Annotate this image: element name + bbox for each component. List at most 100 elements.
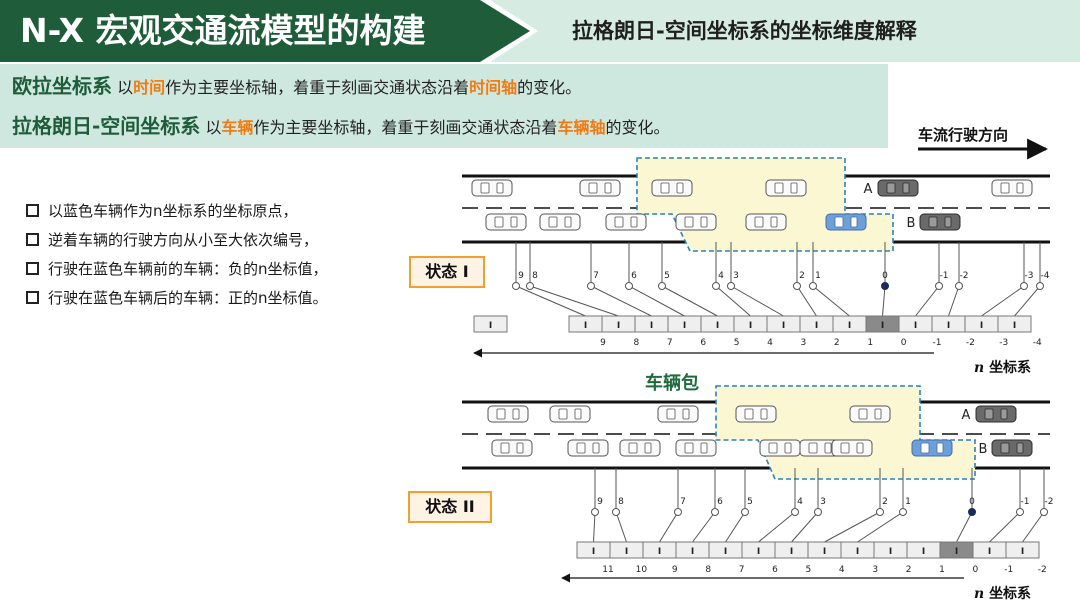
car-icon — [831, 439, 873, 457]
car-windshield — [660, 182, 670, 194]
axis-number-label: 5 — [734, 338, 740, 348]
car-body — [579, 179, 621, 197]
car-dot — [1020, 282, 1028, 290]
axis-number-label: -2 — [966, 338, 975, 348]
bullet-text: 行驶在蓝色车辆后的车辆：正的n坐标值。 — [48, 289, 328, 307]
cell-leader-line — [661, 285, 718, 317]
cell-leader-line — [1014, 285, 1041, 317]
car-windshield — [558, 408, 568, 420]
car-dot — [1040, 508, 1048, 516]
car-body — [567, 439, 609, 457]
car-rear-window — [936, 442, 944, 454]
cell-leader-line — [529, 285, 619, 317]
car-icon — [651, 179, 693, 197]
bullet-text: 逆着车辆的行驶方向从小至大依次编号， — [48, 231, 319, 249]
cell-mark: I — [914, 321, 917, 331]
car-number-label: 2 — [882, 497, 888, 507]
car-rear-window — [770, 216, 778, 228]
cell-mark: I — [658, 547, 661, 557]
axis-number-label: 8 — [705, 565, 711, 575]
euler-term: 欧拉坐标系 — [12, 74, 112, 98]
euler-mid: 作为主要坐标轴，着重于刻画交通状态沿着 — [165, 78, 470, 97]
axis-number-label: 1 — [867, 338, 873, 348]
axis-number-label: 7 — [667, 338, 673, 348]
n-axis-label-one: n 坐标系 — [974, 357, 1031, 377]
cell-mark: I — [815, 321, 818, 331]
car-dot — [1036, 282, 1044, 290]
cell-leader-line — [989, 511, 1021, 543]
car-rear-window — [760, 408, 768, 420]
car-number-label: 6 — [717, 497, 723, 507]
car-body — [657, 405, 699, 423]
car-windshield — [1000, 442, 1010, 454]
axis-number-label: 8 — [634, 338, 640, 348]
definitions-band: 欧拉坐标系 以时间作为主要坐标轴，着重于刻画交通状态沿着时间轴的变化。 拉格朗日… — [0, 64, 888, 148]
car-dot — [791, 508, 799, 516]
car-body — [651, 179, 693, 197]
car-body — [849, 405, 891, 423]
lane-label-a: A — [962, 408, 971, 423]
car-windshield — [858, 408, 868, 420]
car-windshield — [754, 216, 764, 228]
car-windshield — [496, 408, 506, 420]
car-number-label: 1 — [905, 497, 911, 507]
axis-number-label: 2 — [906, 565, 912, 575]
car-rear-window — [700, 216, 708, 228]
bullet-item: 以蓝色车辆作为n坐标系的坐标原点， — [26, 200, 328, 229]
car-dot — [587, 282, 595, 290]
cell-mark: I — [757, 547, 760, 557]
axis-number-label: 3 — [801, 338, 807, 348]
direction-label: 车流行驶方向 — [918, 126, 1009, 144]
lane-label-b: B — [979, 442, 988, 457]
car-dot — [625, 282, 633, 290]
cell-leader-line — [725, 511, 746, 543]
car-dot — [741, 508, 749, 516]
cell-leader-line — [791, 511, 819, 543]
n-axis-text: 坐标系 — [989, 586, 1032, 602]
axis-number-label: 4 — [839, 565, 845, 575]
car-rear-window — [824, 442, 832, 454]
bullet-list: 以蓝色车辆作为n坐标系的坐标原点， 逆着车辆的行驶方向从小至大依次编号， 行驶在… — [26, 200, 328, 316]
cell-mark: I — [617, 321, 620, 331]
car-number-label: 7 — [680, 497, 686, 507]
axis-number-label: 9 — [600, 338, 606, 348]
car-windshield — [834, 216, 844, 228]
car-icon — [485, 213, 527, 231]
car-number-label: -1 — [1021, 497, 1030, 507]
car-body — [619, 439, 661, 457]
car-icon — [675, 439, 717, 457]
axis-number-label: 9 — [672, 565, 678, 575]
car-icon — [619, 439, 661, 457]
cell-leader-line — [824, 511, 881, 543]
axis-number-label: 2 — [834, 338, 840, 348]
car-number-label: -2 — [960, 271, 969, 281]
checkbox-square-icon — [26, 291, 39, 304]
car-dot — [955, 282, 963, 290]
car-body — [745, 213, 787, 231]
car-number-label: 5 — [664, 271, 670, 281]
cell-mark: I — [922, 547, 925, 557]
car-windshield — [840, 442, 850, 454]
cell-mark: I — [848, 321, 851, 331]
axis-number-label: 1 — [939, 565, 945, 575]
cell-leader-line — [812, 285, 850, 317]
car-body — [991, 179, 1033, 197]
car-body — [675, 213, 717, 231]
axis-number-label: 6 — [700, 338, 706, 348]
origin-car-icon — [911, 439, 953, 457]
cell-leader-line — [628, 285, 685, 317]
car-number-label: 4 — [797, 497, 803, 507]
euler-post: 的变化。 — [517, 78, 582, 97]
axis-number-label: 5 — [806, 565, 812, 575]
car-icon — [991, 179, 1033, 197]
cell-leader-line — [758, 511, 796, 543]
cell-leader-line — [882, 285, 886, 317]
car-icon — [849, 405, 891, 423]
car-body — [605, 213, 647, 231]
car-number-label: 6 — [631, 271, 637, 281]
car-windshield — [628, 442, 638, 454]
car-number-label: -3 — [1025, 271, 1034, 281]
cell-mark: I — [724, 547, 727, 557]
checkbox-square-icon — [26, 233, 39, 246]
car-rear-window — [592, 442, 600, 454]
